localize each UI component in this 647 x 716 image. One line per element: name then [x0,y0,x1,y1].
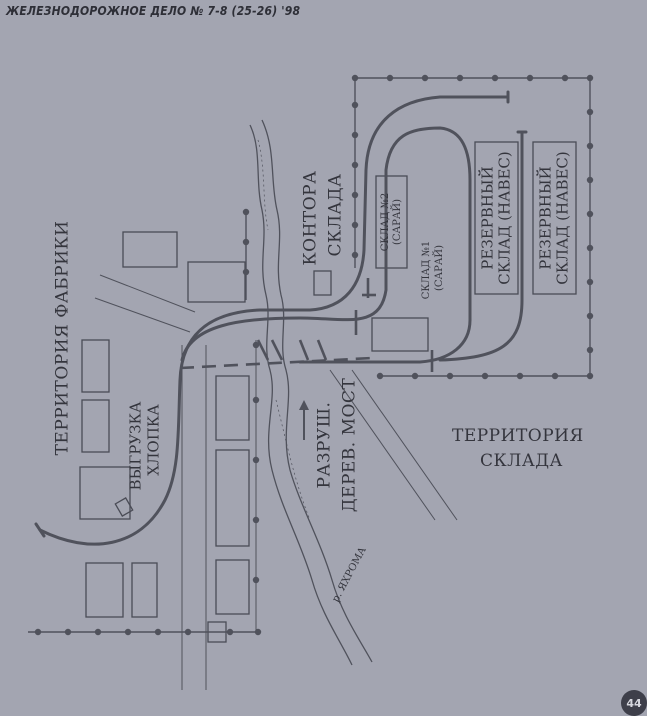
label-reserve-a-line1: РЕЗЕРВНЫЙ [478,166,497,270]
label-bridge-2: ДЕРЕВ. МОСТ [339,377,360,513]
page-number: 44 [621,690,647,716]
bridge-arrowhead [299,400,309,410]
label-warehouse-1-line1: СКЛАД №1 [421,240,432,300]
label-warehouse-1-line2: (САРАЙ) [434,244,445,292]
label-warehouse-2-line2: (САРАЙ) [392,198,403,246]
label-bridge-1: РАЗРУШ. [314,401,335,489]
label-warehouse-territory-2: СКЛАДА [480,451,563,471]
label-reserve-a-line2: СКЛАД (НАВЕС) [495,151,514,285]
river-yakhroma [249,119,373,666]
label-reserve-b-line2: СКЛАД (НАВЕС) [553,151,572,285]
label-cotton-unloading-1: ВЫГРУЗКА [126,401,145,491]
fences [28,74,594,636]
label-warehouse-2-line1: СКЛАД №2 [380,192,391,252]
railway-tracks [34,90,528,546]
label-reserve-b-line1: РЕЗЕРВНЫЙ [536,166,555,270]
destroyed-bridge [179,278,434,372]
label-factory-territory: ТЕРРИТОРИЯ ФАБРИКИ [52,220,73,456]
label-warehouse-office-2: СКЛАДА [325,173,346,257]
label-cotton-unloading-2: ХЛОПКА [144,404,163,476]
label-warehouse-office-1: КОНТОРА [300,170,321,266]
label-warehouse-territory-1: ТЕРРИТОРИЯ [452,426,584,446]
journal-header: ЖЕЛЕЗНОДОРОЖНОЕ ДЕЛО № 7-8 (25-26) '98 [6,4,301,18]
